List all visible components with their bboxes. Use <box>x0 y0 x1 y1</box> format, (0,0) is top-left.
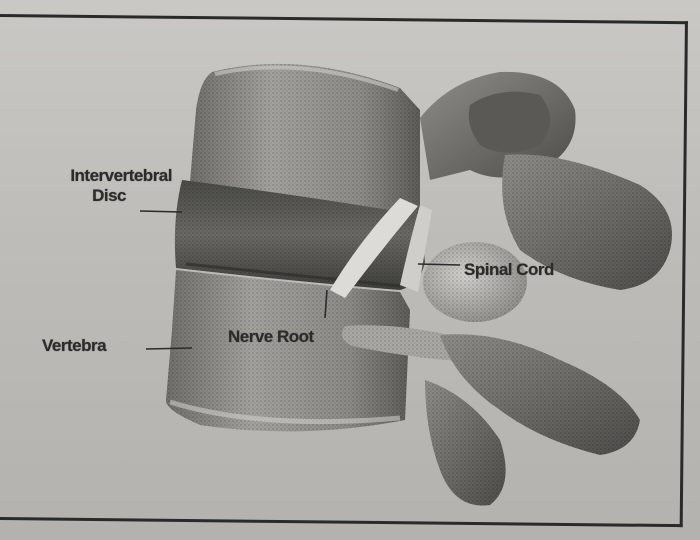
upper-posterior-process <box>420 71 672 290</box>
nerve-root-label: Nerve Root <box>228 327 314 346</box>
intervertebral-disc-label: Intervertebral Disc <box>22 166 172 206</box>
vertebra-leader-line <box>145 347 193 350</box>
spinal-cord <box>423 242 527 322</box>
disc-label-line1: Intervertebral <box>70 166 172 185</box>
upper-vertebra-body <box>190 63 420 215</box>
lower-vertebra-body <box>165 270 410 432</box>
lower-posterior-process <box>425 334 640 506</box>
disc-label-line2: Disc <box>92 186 126 205</box>
spinal-cord-leader-line <box>417 263 461 266</box>
vertebra-label: Vertebra <box>42 336 107 355</box>
disc-leader-line <box>139 210 183 213</box>
nerve-root-leader-line <box>324 289 328 319</box>
spinal-cord-label: Spinal Cord <box>464 260 554 279</box>
leader-lines <box>139 210 461 350</box>
